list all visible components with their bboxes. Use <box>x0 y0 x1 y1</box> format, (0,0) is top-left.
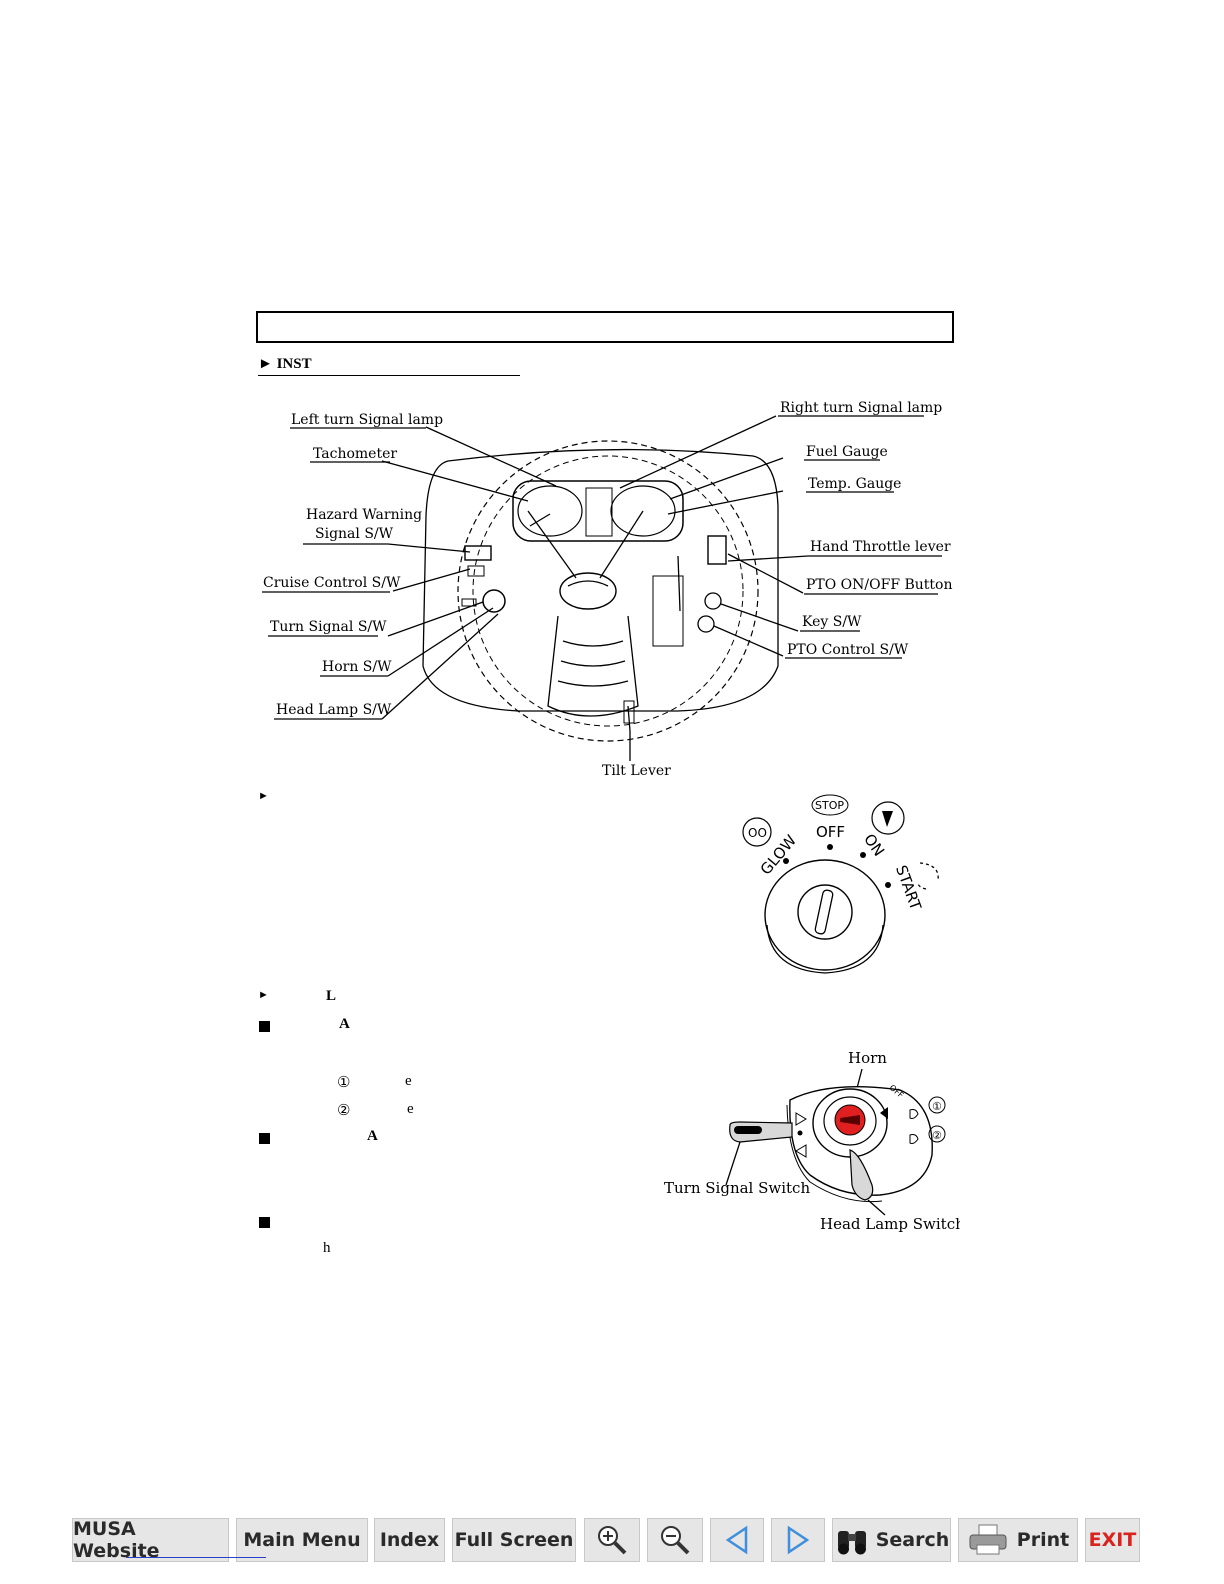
label-right-turn-signal-lamp: Right turn Signal lamp <box>780 400 942 416</box>
full-screen-label: Full Screen <box>454 1529 574 1551</box>
label-tachometer: Tachometer <box>313 446 397 462</box>
label-left-turn-signal-lamp: Left turn Signal lamp <box>291 412 443 428</box>
key-switch-marker: ► <box>258 790 269 802</box>
instrument-panel-diagram: Left turn Signal lamp Tachometer Hazard … <box>262 400 953 779</box>
combination-switch-diagram: Horn OFF ① ② Turn Signal Switch Head Lam… <box>664 1049 960 1233</box>
label-key-sw: Key S/W <box>802 614 862 630</box>
label-pto-button: PTO ON/OFF Button <box>806 577 953 593</box>
label-hazard-warning-1: Hazard Warning <box>306 507 422 523</box>
navigation-toolbar: MUSA Website Main Menu Index Full Screen <box>72 1518 1142 1564</box>
key-switch-diagram: OO STOP OFF GLOW ON START <box>742 794 939 974</box>
label-horn-sw: Horn S/W <box>322 659 392 675</box>
exit-button[interactable]: EXIT <box>1085 1518 1140 1562</box>
zoom-in-button[interactable] <box>584 1518 640 1562</box>
printer-icon <box>969 1524 1007 1555</box>
search-button[interactable]: Search <box>832 1518 951 1562</box>
main-menu-label: Main Menu <box>243 1529 361 1551</box>
dashboard-outline <box>422 448 779 712</box>
next-page-icon <box>787 1525 810 1555</box>
head-lamp-lever <box>849 1149 874 1201</box>
bullet-1 <box>259 1021 270 1032</box>
print-label: Print <box>1016 1529 1070 1551</box>
head-lamp-switch-label: Head Lamp Switch <box>820 1215 960 1233</box>
label-fuel-gauge: Fuel Gauge <box>806 444 888 460</box>
item-2-letter: A <box>367 1128 378 1144</box>
frag-h: h <box>323 1240 331 1256</box>
label-turn-signal-sw: Turn Signal S/W <box>270 619 387 635</box>
previous-page-icon <box>725 1525 748 1555</box>
position-2-label: ② <box>932 1129 942 1142</box>
label-cruise-control: Cruise Control S/W <box>263 575 401 591</box>
gauge-cluster <box>512 480 684 542</box>
steering-wheel-rim <box>457 440 759 742</box>
search-label: Search <box>875 1529 950 1551</box>
label-hazard-warning-2: Signal S/W <box>315 526 394 542</box>
start-label: START <box>892 863 925 913</box>
zoom-out-button[interactable] <box>647 1518 703 1562</box>
label-temp-gauge: Temp. Gauge <box>808 476 901 492</box>
item-1-letter: A <box>339 1016 350 1032</box>
label-tilt-lever: Tilt Lever <box>602 763 671 779</box>
bullet-2 <box>259 1133 270 1144</box>
manual-page: ► INST <box>256 311 960 1256</box>
full-screen-button[interactable]: Full Screen <box>452 1518 576 1562</box>
main-menu-button[interactable]: Main Menu <box>236 1518 368 1562</box>
turn-signal-switch-label: Turn Signal Switch <box>664 1179 810 1197</box>
section-heading: ► INST <box>258 356 520 376</box>
musa-website-button[interactable]: MUSA Website <box>72 1518 229 1562</box>
horn-label: Horn <box>848 1049 887 1067</box>
off-label: OFF <box>816 823 845 841</box>
steering-hub <box>559 572 617 610</box>
frag-e2: e <box>407 1101 414 1117</box>
label-hand-throttle: Hand Throttle lever <box>810 539 951 555</box>
binoculars-icon <box>837 1531 866 1555</box>
musa-website-label: MUSA Website <box>73 1518 160 1562</box>
zoom-out-icon <box>661 1526 690 1555</box>
next-page-button[interactable] <box>771 1518 825 1562</box>
lamp-marker: ► <box>258 989 269 1001</box>
previous-page-button[interactable] <box>710 1518 764 1562</box>
index-label: Index <box>379 1529 440 1551</box>
label-pto-control: PTO Control S/W <box>787 642 909 658</box>
lamp-letter: L <box>326 988 337 1004</box>
website-link-underline <box>126 1557 266 1558</box>
circled-one: ① <box>337 1075 351 1091</box>
glow-coil-icon: OO <box>748 826 767 840</box>
circled-two: ② <box>337 1103 351 1119</box>
label-head-lamp-sw: Head Lamp S/W <box>276 702 392 718</box>
header-box <box>256 311 954 343</box>
exit-label: EXIT <box>1088 1529 1137 1551</box>
stop-label: STOP <box>815 799 844 812</box>
bullet-3 <box>259 1217 270 1228</box>
frag-e1: e <box>405 1073 412 1089</box>
index-button[interactable]: Index <box>374 1518 445 1562</box>
print-button[interactable]: Print <box>958 1518 1078 1562</box>
zoom-in-icon <box>598 1526 627 1555</box>
position-1-label: ① <box>932 1100 942 1113</box>
